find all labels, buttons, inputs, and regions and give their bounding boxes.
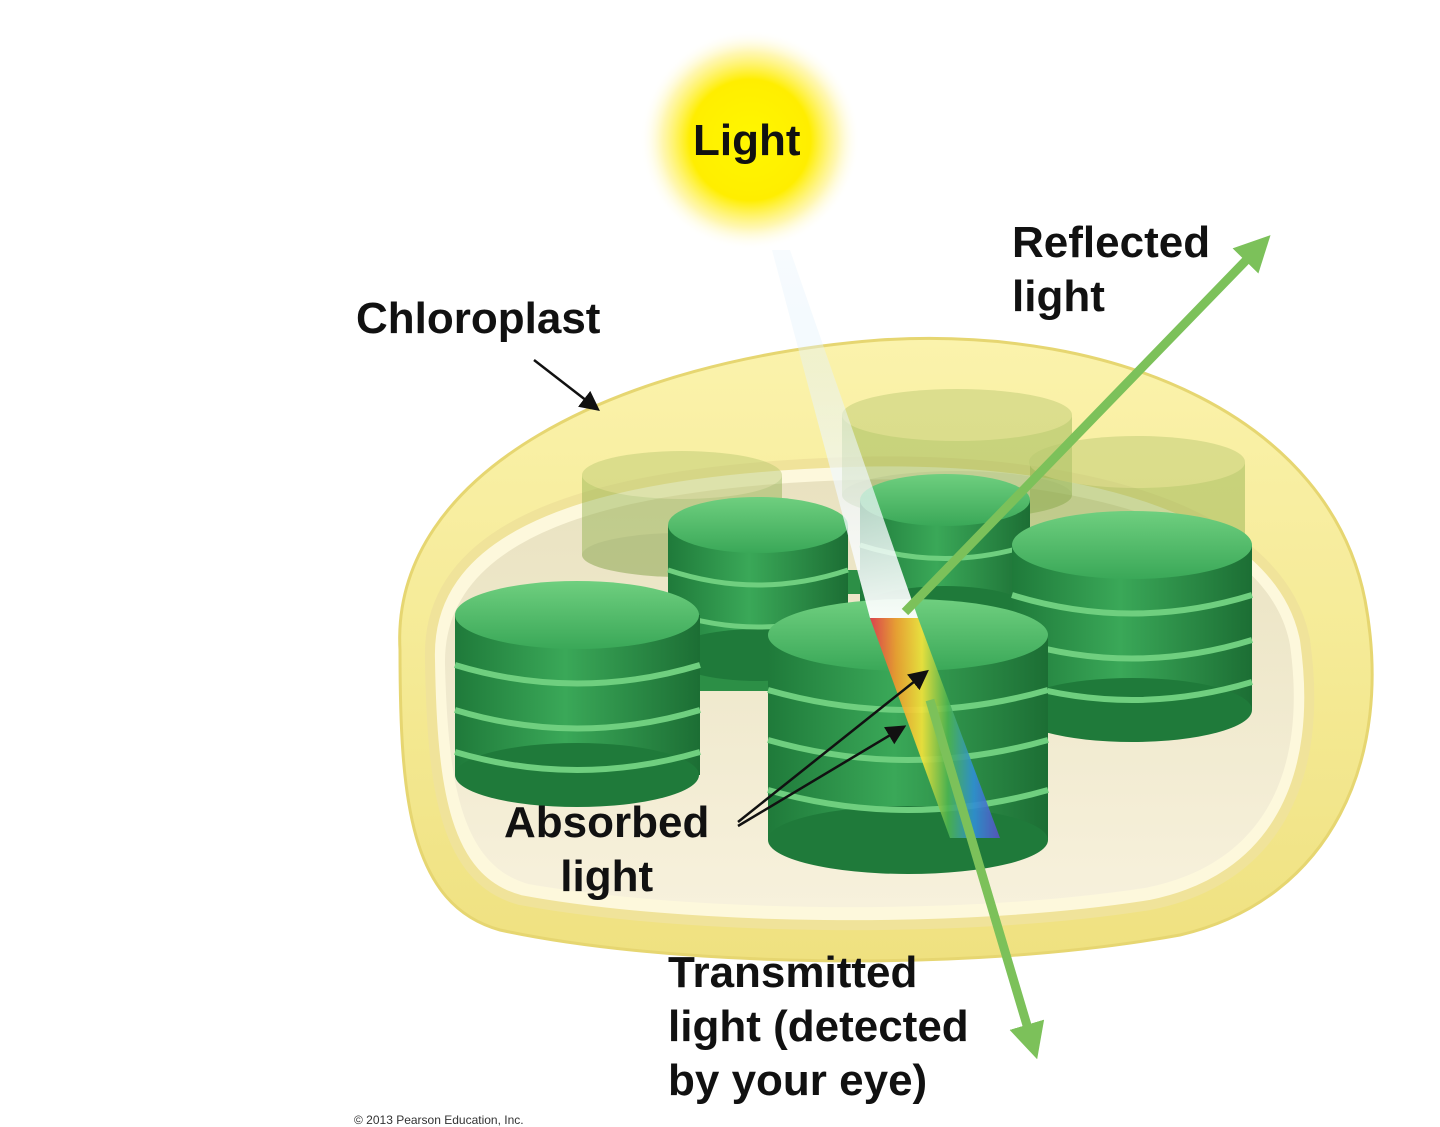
absorbed-pointer-upper <box>737 669 929 823</box>
absorbed-label-line: Absorbed <box>504 798 710 847</box>
absorbed-label-line: light <box>560 852 654 901</box>
transmitted-label-line: by your eye) <box>668 1056 928 1105</box>
reflected-label-line: light <box>1012 272 1105 321</box>
light-label: Light <box>693 116 801 165</box>
copyright-notice: © 2013 Pearson Education, Inc. <box>354 1113 524 1127</box>
reflected-light-label: Reflected light <box>1012 216 1210 324</box>
granum-right <box>1011 511 1253 742</box>
granum-left <box>454 581 701 807</box>
absorbed-pointer-lower <box>737 725 907 828</box>
transmitted-label-line: Transmitted <box>668 948 918 997</box>
chloroplast-label: Chloroplast <box>356 294 601 343</box>
sun <box>640 30 860 250</box>
transmitted-label-line: light (detected <box>668 1002 969 1051</box>
absorbed-light-label: Absorbed light <box>504 796 709 904</box>
transmitted-light-label: Transmitted light (detected by your eye) <box>668 946 969 1108</box>
incoming-light-beam <box>772 250 918 618</box>
reflected-light-arrow <box>901 235 1271 616</box>
transmitted-light-arrow <box>925 698 1045 1060</box>
reflected-label-line: Reflected <box>1012 218 1211 267</box>
chloroplast-pointer <box>533 359 600 412</box>
